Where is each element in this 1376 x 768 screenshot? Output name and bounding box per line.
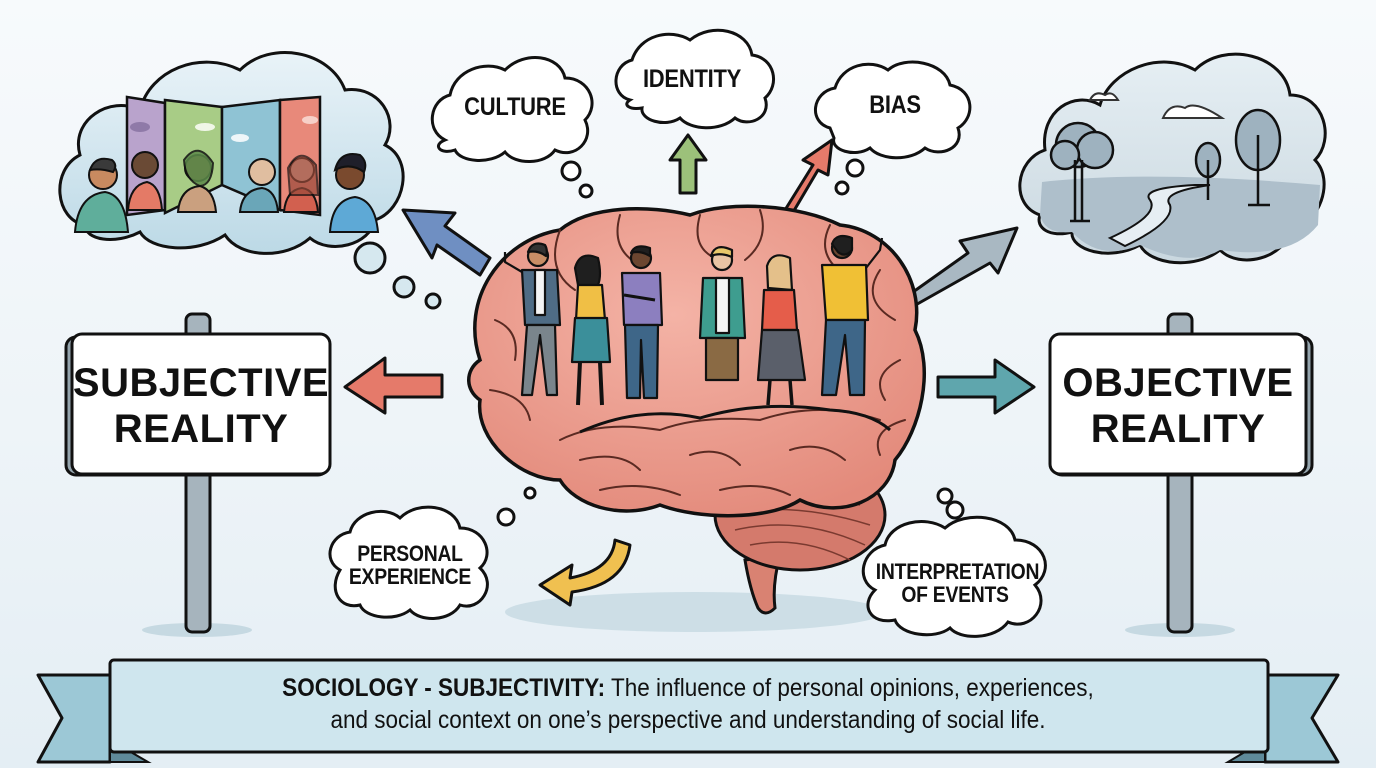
definition-banner xyxy=(36,658,1340,764)
interpretation-line1: INTERPRETATION xyxy=(875,559,1040,584)
culture-label: CULTURE xyxy=(464,93,566,121)
definition-line1-text: The influence of personal opinions, expe… xyxy=(605,674,1094,702)
subjective-sign-line1: SUBJECTIVE xyxy=(72,361,330,405)
bias-cloud xyxy=(813,60,972,160)
objective-sign-line2: REALITY xyxy=(1090,407,1266,451)
subjective-reality-signpost xyxy=(64,312,332,634)
brain-shadow xyxy=(505,592,885,632)
bias-label: BIAS xyxy=(869,91,921,119)
interpretation-line2: OF EVENTS xyxy=(901,582,1009,608)
arrow-to-left-cloud xyxy=(401,208,492,277)
objective-reality-signpost xyxy=(1048,312,1314,634)
arrow-to-bias xyxy=(783,138,834,216)
culture-cloud xyxy=(430,56,594,163)
definition-line1: SOCIOLOGY - SUBJECTIVITY: The influence … xyxy=(175,672,1201,704)
subjective-sign-line2: REALITY xyxy=(113,407,289,451)
arrow-to-personal-experience xyxy=(538,538,632,607)
objective-landscape-cloud xyxy=(1018,52,1327,265)
definition-text: SOCIOLOGY - SUBJECTIVITY: The influence … xyxy=(175,672,1201,736)
personal-experience-cloud xyxy=(328,505,489,620)
diverse-people-group xyxy=(503,234,884,406)
arrow-to-objective xyxy=(936,358,1036,415)
personal-experience-line1: PERSONAL xyxy=(357,541,463,566)
identity-cloud xyxy=(614,28,775,130)
interpretation-of-events-label: INTERPRETATION OF EVENTS xyxy=(875,559,1040,608)
multiple-perspectives-cloud xyxy=(58,51,405,255)
identity-label: IDENTITY xyxy=(642,65,742,93)
personal-experience-line2: EXPERIENCE xyxy=(348,564,472,590)
subjective-reality-sign: SUBJECTIVE REALITY xyxy=(72,360,330,452)
definition-line2-text: and social context on one’s perspective … xyxy=(330,706,1046,734)
arrow-to-subjective xyxy=(343,356,444,415)
objective-reality-sign: OBJECTIVE REALITY xyxy=(1050,360,1306,452)
objective-sign-line1: OBJECTIVE xyxy=(1062,361,1294,405)
definition-term: SOCIOLOGY - SUBJECTIVITY: xyxy=(282,674,606,702)
arrow-to-identity xyxy=(668,133,708,195)
interpretation-cloud xyxy=(861,515,1047,638)
personal-experience-label: PERSONAL EXPERIENCE xyxy=(344,542,476,588)
arrow-to-right-cloud xyxy=(904,226,1019,309)
